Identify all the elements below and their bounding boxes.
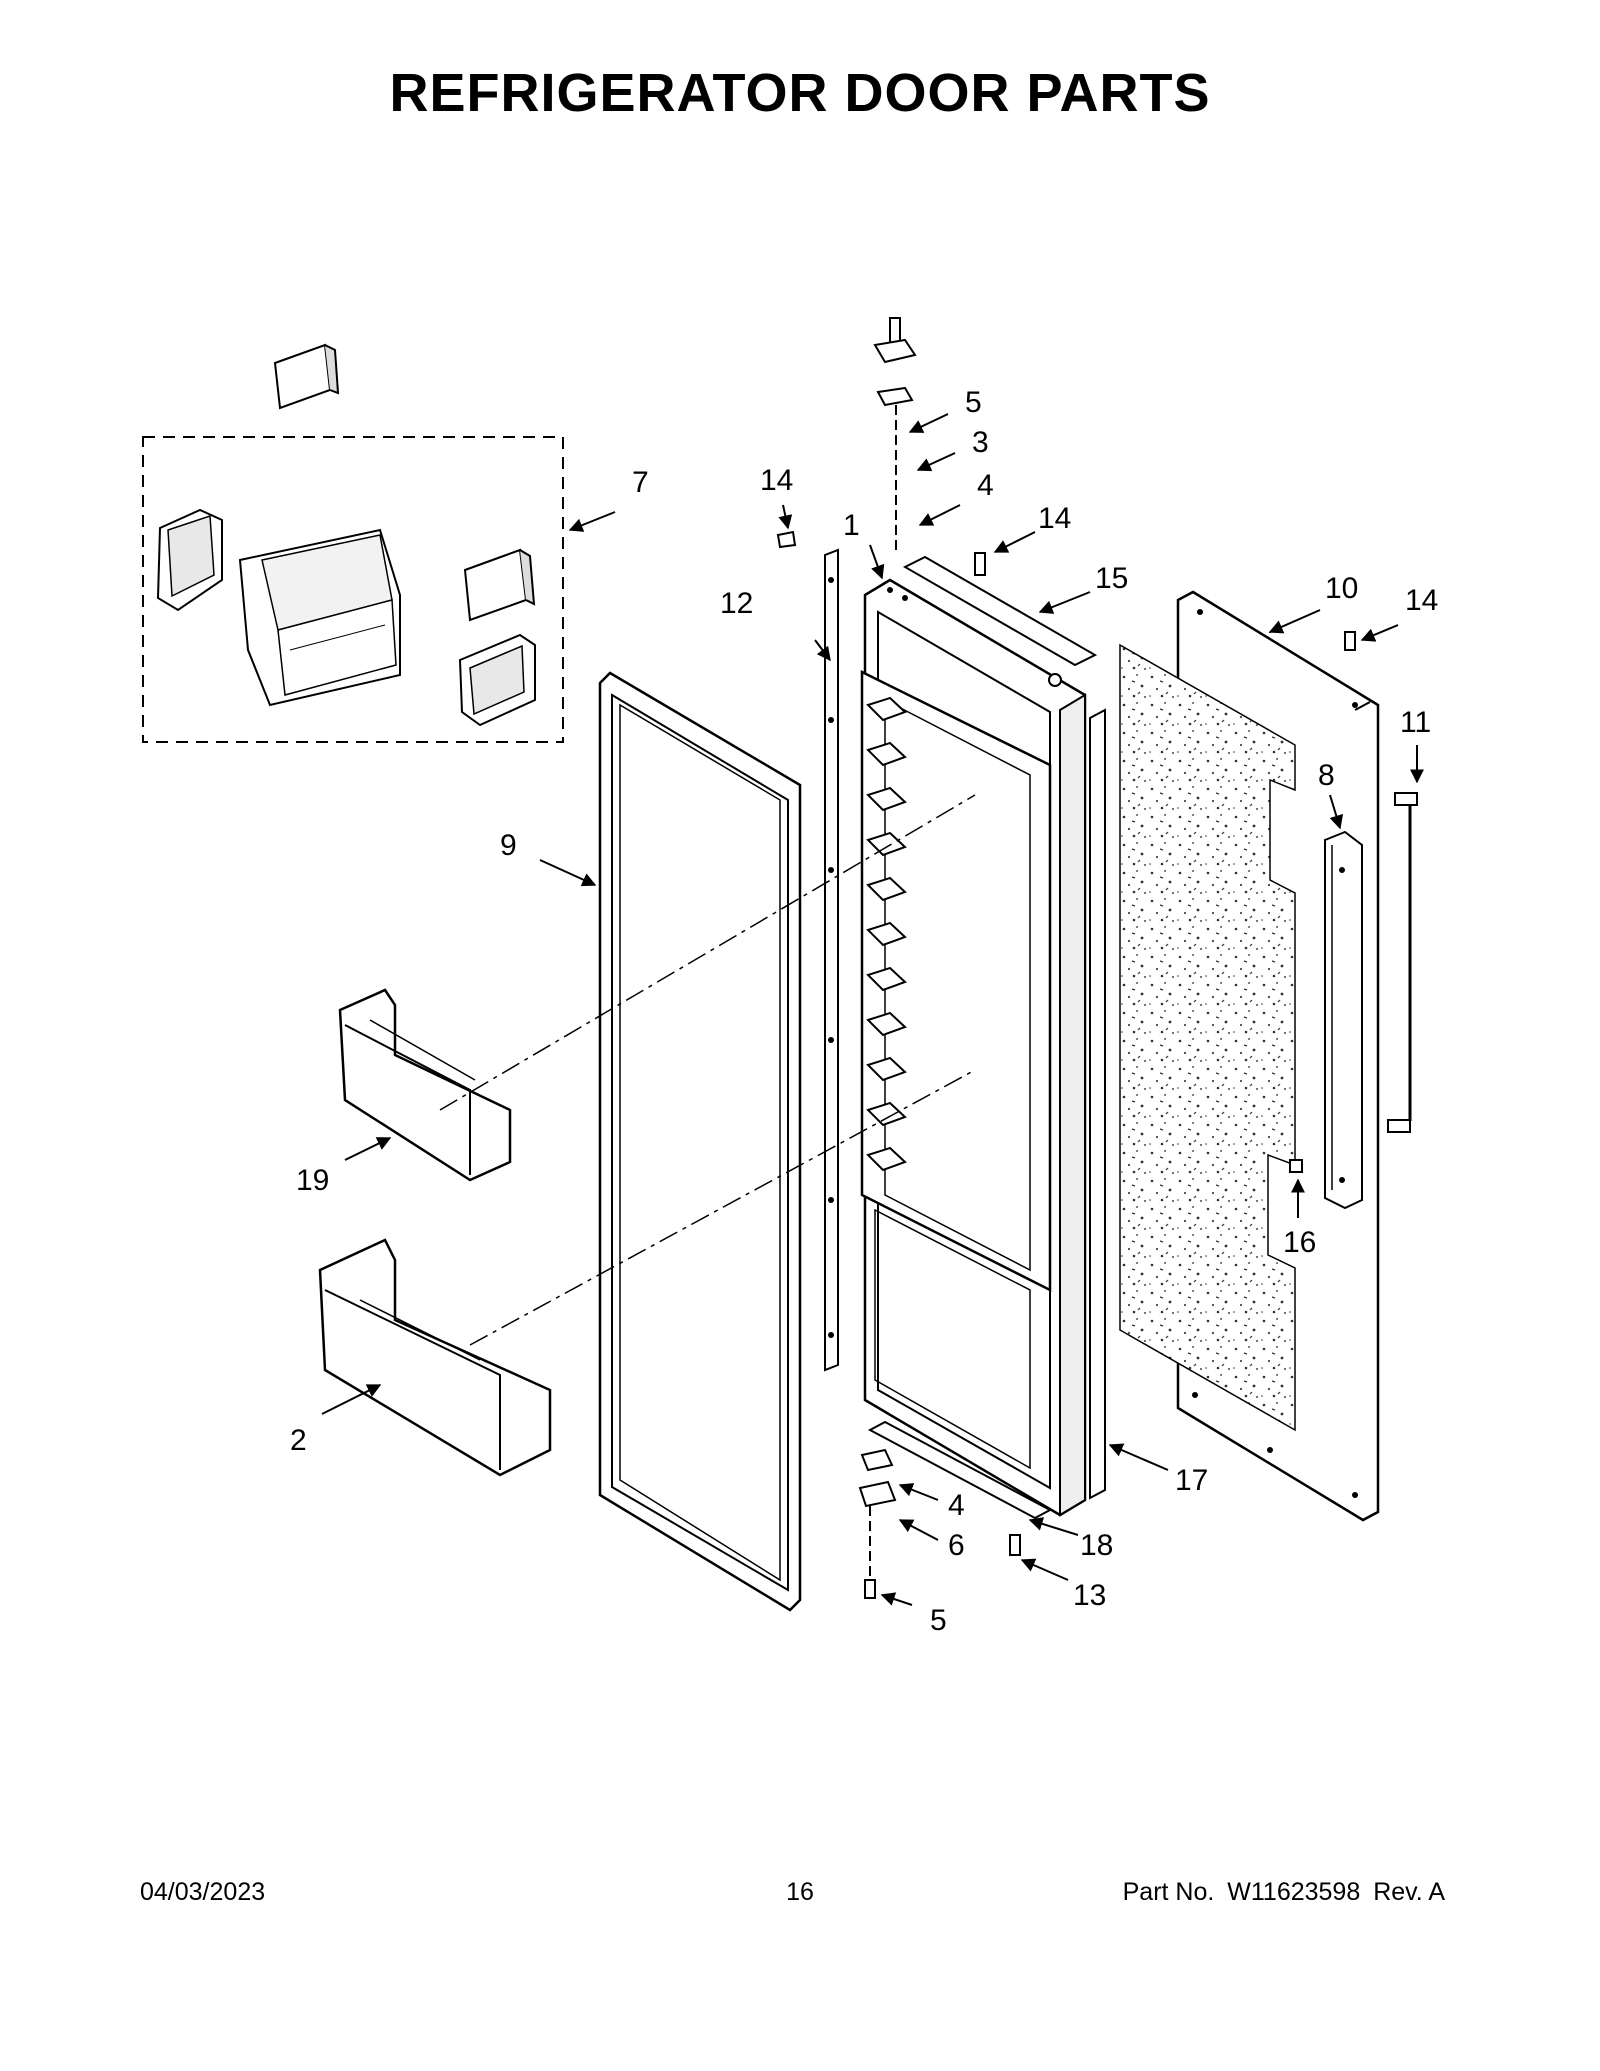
bottom-hinge bbox=[858, 1448, 1021, 1599]
bottom-hinge-bracket bbox=[867, 1420, 1053, 1520]
callout-14-c: 14 bbox=[1405, 584, 1438, 617]
footer-date: 04/03/2023 bbox=[140, 1878, 266, 1906]
callout-5-bottom: 5 bbox=[930, 1604, 947, 1637]
handle-bracket bbox=[1324, 830, 1363, 1210]
callout-1: 1 bbox=[843, 509, 860, 542]
callout-8: 8 bbox=[1318, 759, 1335, 792]
callout-14-b: 14 bbox=[1038, 502, 1071, 535]
callout-leaders bbox=[321, 413, 1424, 1606]
callout-14-a: 14 bbox=[760, 464, 793, 497]
callout-2: 2 bbox=[290, 1424, 307, 1457]
foam-insulation bbox=[1119, 643, 1296, 1432]
door-bin-small bbox=[338, 988, 512, 1182]
callout-5-top: 5 bbox=[965, 386, 982, 419]
callout-4-bottom: 4 bbox=[948, 1489, 965, 1522]
accessory-kit-box bbox=[142, 436, 564, 743]
revision: Rev. A bbox=[1373, 1878, 1445, 1906]
callout-11: 11 bbox=[1400, 706, 1431, 739]
callout-16: 16 bbox=[1283, 1226, 1316, 1259]
callout-18: 18 bbox=[1080, 1529, 1113, 1562]
callout-3: 3 bbox=[972, 426, 989, 459]
top-hinge-bracket bbox=[902, 555, 1098, 667]
door-trim-left bbox=[824, 548, 839, 1372]
part-number-label: Part No. bbox=[1122, 1878, 1215, 1906]
part-number-value: W11623598 bbox=[1227, 1878, 1361, 1906]
accessory-clip-right bbox=[463, 548, 528, 622]
callout-15: 15 bbox=[1095, 562, 1128, 595]
callout-numbers: 5 3 4 14 7 1 14 12 15 10 14 11 8 9 19 2 … bbox=[290, 386, 1438, 1637]
callout-13: 13 bbox=[1073, 1579, 1106, 1612]
callout-10: 10 bbox=[1325, 572, 1358, 605]
footer-part-number: Part No. W11623598 Rev. A bbox=[1117, 1878, 1445, 1907]
callout-9: 9 bbox=[500, 829, 517, 862]
outer-door-panel bbox=[1119, 590, 1380, 1522]
callout-17: 17 bbox=[1175, 1464, 1208, 1497]
callout-6: 6 bbox=[948, 1529, 965, 1562]
callout-4-top: 4 bbox=[977, 469, 994, 502]
accessory-kit-group bbox=[142, 343, 564, 743]
door-gasket bbox=[598, 671, 802, 1612]
door-bin-large bbox=[318, 1238, 552, 1477]
callout-19: 19 bbox=[296, 1164, 329, 1197]
top-hinge bbox=[776, 317, 1356, 1173]
door-trim-right bbox=[1089, 708, 1106, 1500]
door-liner bbox=[860, 578, 1087, 1517]
footer-page-number: 16 bbox=[786, 1878, 814, 1906]
callout-7: 7 bbox=[632, 466, 649, 499]
page-title: REFRIGERATOR DOOR PARTS bbox=[389, 63, 1211, 123]
assembly-lines bbox=[439, 794, 976, 1346]
callout-12: 12 bbox=[720, 587, 753, 620]
wire-harness bbox=[1394, 800, 1412, 1130]
accessory-clip-top bbox=[273, 343, 332, 410]
